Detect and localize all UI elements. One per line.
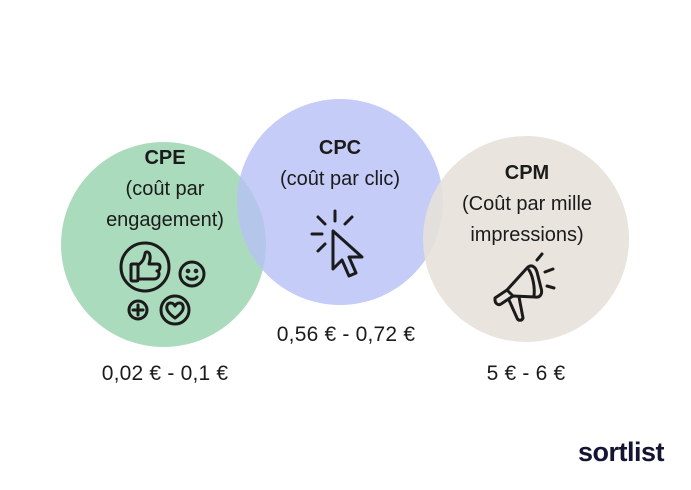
cpc-label: CPC (coût par clic): [250, 133, 430, 195]
cpm-label: CPM (Coût par mille impressions): [437, 158, 617, 251]
cpe-label: CPE (coût par engagement): [80, 143, 250, 236]
sortlist-logo: sortlist: [578, 437, 665, 467]
cursor-click-icon: [310, 209, 364, 278]
cpm-title: CPM: [504, 162, 550, 184]
cpe-description: (coût par engagement): [106, 178, 224, 231]
cpc-description: (coût par clic): [279, 168, 401, 190]
cpe-price: 0,02 € - 0,1 €: [101, 362, 229, 385]
engagement-icon: [119, 241, 206, 326]
cpm-circle: [423, 136, 629, 342]
cpc-price: 0,56 € - 0,72 €: [276, 323, 416, 346]
cpe-circle: [61, 142, 266, 347]
megaphone-icon: [493, 252, 556, 322]
cpc-circle: [237, 99, 443, 305]
cpe-title: CPE: [144, 147, 186, 169]
cpm-description: (Coût par mille impressions): [461, 193, 593, 246]
cpm-price: 5 € - 6 €: [486, 362, 566, 385]
cpc-title: CPC: [318, 137, 362, 159]
